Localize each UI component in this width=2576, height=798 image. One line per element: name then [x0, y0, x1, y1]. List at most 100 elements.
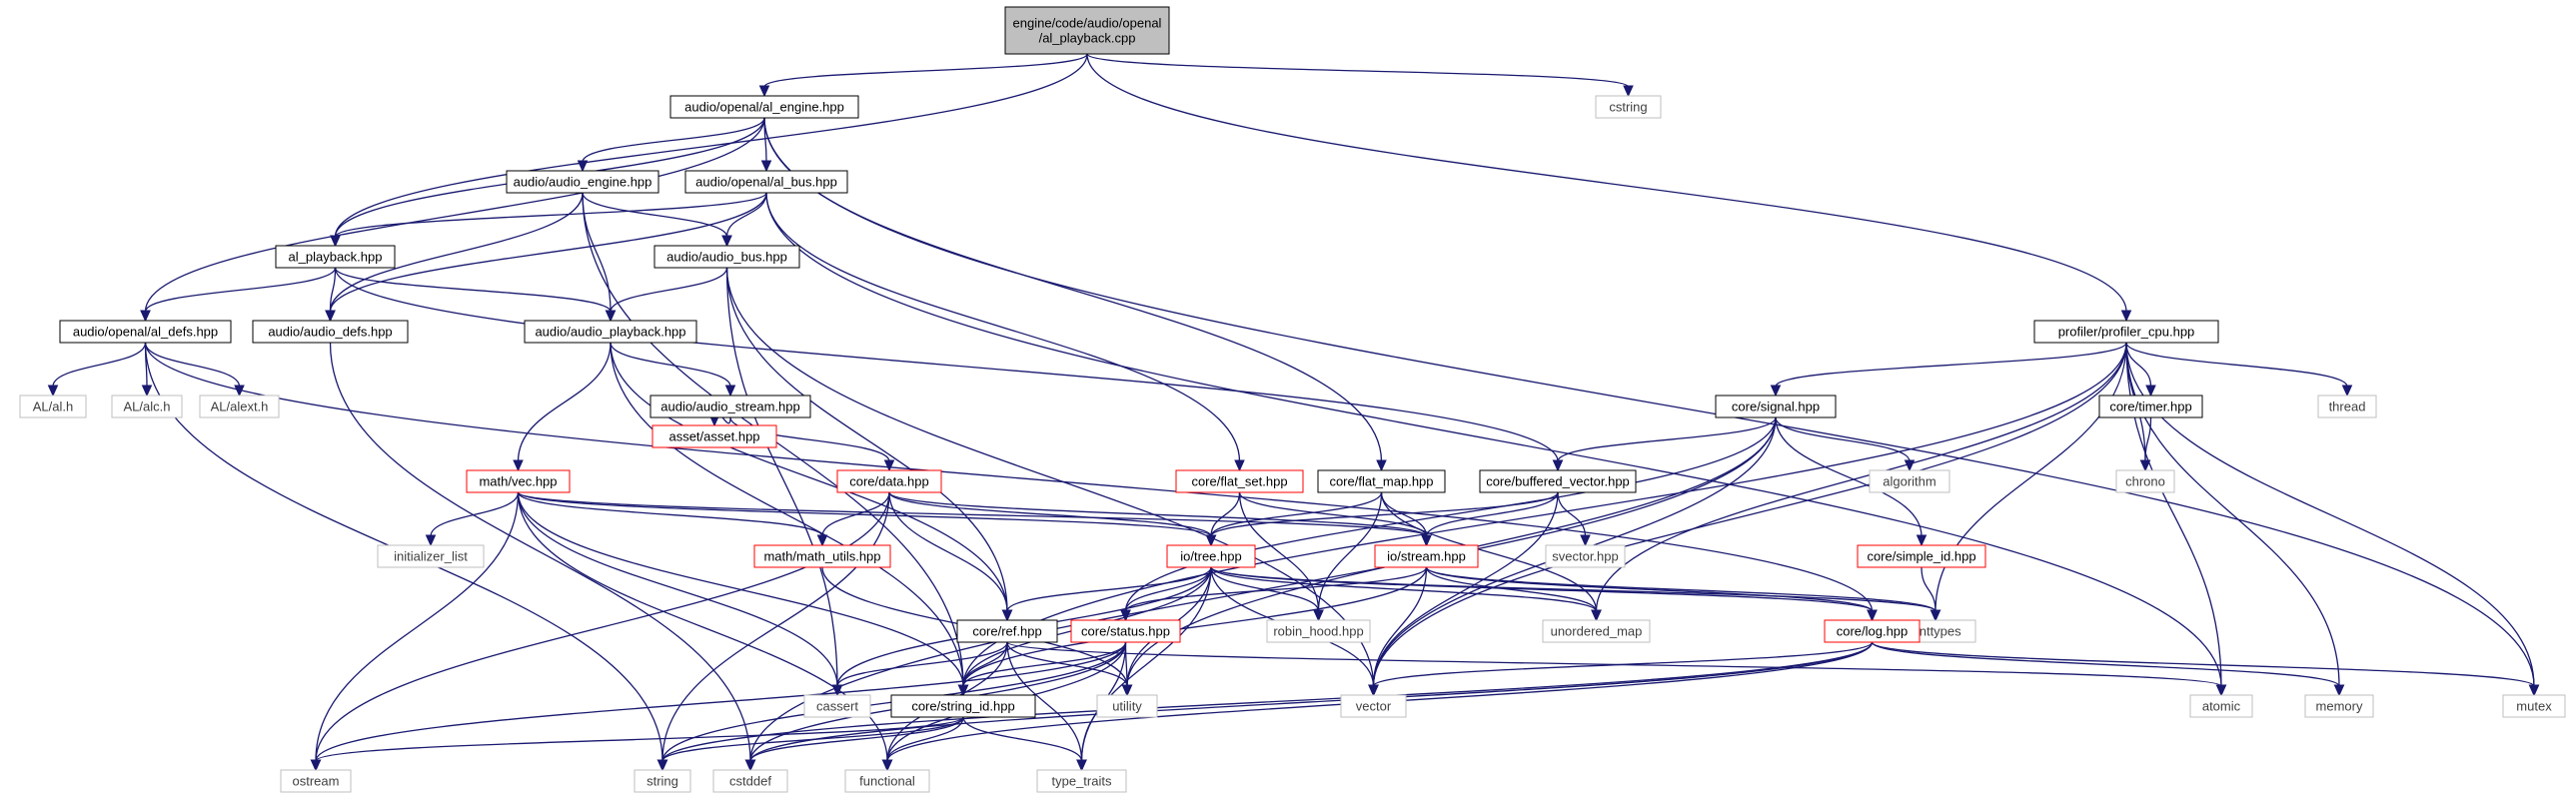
node-signal[interactable]: core/signal.hpp — [1715, 395, 1837, 418]
node-al-playback-hpp[interactable]: al_playback.hpp — [275, 245, 396, 269]
node-label: AL/al.h — [33, 399, 73, 414]
node-box — [651, 424, 777, 448]
node-audio-stream[interactable]: audio/audio_stream.hpp — [649, 395, 811, 418]
node-buffered-vector[interactable]: core/buffered_vector.hpp — [1479, 469, 1637, 493]
node-root[interactable]: engine/code/audio/openal/al_playback.cpp — [1004, 6, 1170, 55]
node-box — [2189, 694, 2253, 718]
node-box — [1545, 544, 1626, 568]
edge-string_id-to-ostream — [310, 716, 964, 772]
edge-data-to-math_utils — [816, 491, 890, 547]
node-core-ref[interactable]: core/ref.hpp — [956, 619, 1058, 643]
edge-signal-to-simple_id — [1775, 416, 1928, 547]
node-box — [844, 769, 930, 793]
node-box — [275, 245, 396, 269]
node-functional[interactable]: functional — [844, 769, 930, 793]
node-vec[interactable]: math/vec.hpp — [466, 469, 571, 493]
node-math-utils[interactable]: math/math_utils.hpp — [753, 544, 891, 568]
node-al-bus[interactable]: audio/openal/al_bus.hpp — [684, 170, 848, 194]
node-string[interactable]: string — [634, 769, 691, 793]
node-box — [653, 245, 800, 269]
node-flat-map[interactable]: core/flat_map.hpp — [1317, 469, 1446, 493]
node-label: profiler/profiler_cpu.hpp — [2058, 325, 2195, 340]
edge-string_id-to-functional — [881, 716, 964, 772]
node-layer: engine/code/audio/openal/al_playback.cpp… — [19, 6, 2566, 793]
node-cstddef[interactable]: cstddef — [712, 769, 788, 793]
node-label: core/buffered_vector.hpp — [1486, 474, 1630, 489]
node-label: memory — [2316, 699, 2363, 714]
node-box — [1869, 469, 1950, 493]
edge-audio_engine-to-audio_bus — [582, 192, 732, 248]
edge-io_tree-to-type_traits — [1076, 566, 1212, 772]
node-al-h[interactable]: AL/al.h — [19, 395, 87, 418]
node-utility[interactable]: utility — [1096, 694, 1158, 718]
node-label: audio/audio_engine.hpp — [514, 175, 652, 190]
node-core-status[interactable]: core/status.hpp — [1070, 619, 1181, 643]
node-vector[interactable]: vector — [1340, 694, 1407, 718]
edge-layer — [47, 53, 2540, 772]
node-box — [1595, 95, 1662, 119]
node-asset[interactable]: asset/asset.hpp — [651, 424, 777, 448]
node-data[interactable]: core/data.hpp — [836, 469, 942, 493]
node-box — [684, 170, 848, 194]
node-label: audio/audio_bus.hpp — [666, 250, 787, 265]
node-timer[interactable]: core/timer.hpp — [2098, 395, 2203, 418]
node-box — [2502, 694, 2566, 718]
node-robin-hood[interactable]: robin_hood.hpp — [1266, 619, 1371, 643]
edge-io_tree-to-core_ref — [1001, 566, 1212, 622]
node-audio-engine[interactable]: audio/audio_engine.hpp — [506, 170, 659, 194]
node-box — [1715, 395, 1837, 418]
edge-al_engine-to-flat_map — [763, 117, 1387, 472]
node-svector[interactable]: svector.hpp — [1545, 544, 1626, 568]
node-al-engine[interactable]: audio/openal/al_engine.hpp — [669, 95, 859, 119]
node-flat-set[interactable]: core/flat_set.hpp — [1175, 469, 1304, 493]
node-core-log[interactable]: core/log.hpp — [1824, 619, 1921, 643]
node-box — [634, 769, 691, 793]
node-box — [111, 395, 183, 418]
node-ostream[interactable]: ostream — [280, 769, 352, 793]
node-al-defs[interactable]: audio/openal/al_defs.hpp — [59, 320, 232, 344]
node-cassert[interactable]: cassert — [803, 694, 871, 718]
node-box — [836, 469, 942, 493]
node-alext-h[interactable]: AL/alext.h — [199, 395, 280, 418]
node-box — [649, 395, 811, 418]
node-io-tree[interactable]: io/tree.hpp — [1166, 544, 1256, 568]
node-box — [890, 694, 1036, 718]
node-box — [1542, 619, 1651, 643]
edge-al_engine-to-mutex — [763, 117, 2540, 697]
node-initializer-list[interactable]: initializer_list — [377, 544, 485, 568]
node-memory[interactable]: memory — [2304, 694, 2374, 718]
edge-string_id-to-cstddef — [744, 716, 964, 772]
node-unordered-map[interactable]: unordered_map — [1542, 619, 1651, 643]
edge-audio_playback-to-vec — [513, 342, 612, 472]
node-atomic[interactable]: atomic — [2189, 694, 2253, 718]
node-box — [669, 95, 859, 119]
node-label: robin_hood.hpp — [1273, 624, 1363, 639]
edge-io_stream-to-core_status — [1120, 566, 1428, 622]
node-box — [1004, 6, 1170, 55]
node-label: math/math_utils.hpp — [763, 549, 880, 564]
node-audio-bus[interactable]: audio/audio_bus.hpp — [653, 245, 800, 269]
edge-buffered_vector-to-io_stream — [1421, 491, 1559, 547]
node-chrono[interactable]: chrono — [2115, 469, 2175, 493]
node-audio-playback[interactable]: audio/audio_playback.hpp — [524, 320, 697, 344]
node-mutex[interactable]: mutex — [2502, 694, 2566, 718]
node-label: al_playback.hpp — [289, 250, 383, 265]
node-profiler-cpu[interactable]: profiler/profiler_cpu.hpp — [2033, 320, 2219, 344]
node-cstring[interactable]: cstring — [1595, 95, 1662, 119]
node-box — [1266, 619, 1371, 643]
node-label: core/ref.hpp — [972, 624, 1041, 639]
node-io-stream[interactable]: io/stream.hpp — [1374, 544, 1479, 568]
node-alc-h[interactable]: AL/alc.h — [111, 395, 183, 418]
node-thread[interactable]: thread — [2317, 395, 2377, 418]
node-label: audio/audio_playback.hpp — [535, 325, 685, 340]
node-label: svector.hpp — [1552, 549, 1619, 564]
node-type-traits[interactable]: type_traits — [1036, 769, 1127, 793]
node-algorithm[interactable]: algorithm — [1869, 469, 1950, 493]
node-simple-id[interactable]: core/simple_id.hpp — [1857, 544, 1986, 568]
node-audio-defs[interactable]: audio/audio_defs.hpp — [252, 320, 409, 344]
node-string-id[interactable]: core/string_id.hpp — [890, 694, 1036, 718]
node-box — [466, 469, 571, 493]
edge-data-to-string — [656, 491, 890, 772]
node-label: core/timer.hpp — [2109, 399, 2191, 414]
edge-root-to-al_engine — [758, 53, 1088, 98]
